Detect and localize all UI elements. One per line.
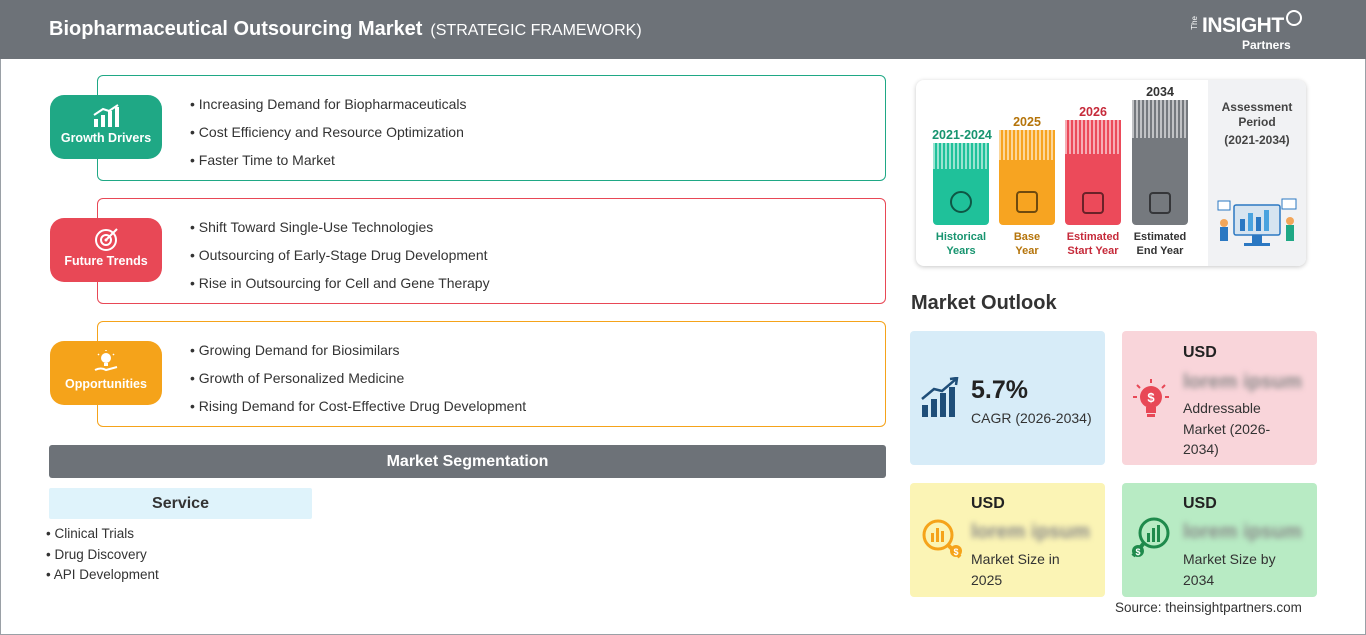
future-trends-label: Future Trends xyxy=(64,254,148,268)
market-size-2025-card: $ USD lorem ipsum Market Size in 2025 xyxy=(910,483,1105,597)
service-segment-list: Clinical Trials Drug Discovery API Devel… xyxy=(46,526,159,588)
opportunities-label: Opportunities xyxy=(65,377,147,391)
opportunities-badge: Opportunities xyxy=(50,341,162,405)
market-outlook-title: Market Outlook xyxy=(911,292,1057,314)
list-item: Outsourcing of Early-Stage Drug Developm… xyxy=(190,245,490,273)
logo-ring-icon xyxy=(1286,10,1302,26)
monitor-chart-icon xyxy=(1149,192,1171,214)
history-clock-icon xyxy=(950,191,972,213)
future-trends-list: Shift Toward Single-Use Technologies Out… xyxy=(190,217,490,301)
cagr-card: 5.7% CAGR (2026-2034) xyxy=(910,331,1105,465)
market-size-2025-usd: USD xyxy=(971,495,1005,512)
list-item: Clinical Trials xyxy=(46,526,159,547)
list-item: Faster Time to Market xyxy=(190,150,467,178)
growth-drivers-label: Growth Drivers xyxy=(60,131,152,145)
list-item: Drug Discovery xyxy=(46,547,159,568)
idea-dollar-icon: $ xyxy=(1133,379,1169,417)
list-item: Rise in Outsourcing for Cell and Gene Th… xyxy=(190,273,490,301)
list-item: Increasing Demand for Biopharmaceuticals xyxy=(190,94,467,122)
svg-text:$: $ xyxy=(1135,547,1140,557)
growth-drivers-badge: Growth Drivers xyxy=(50,95,162,159)
market-size-2025-label: Market Size in 2025 xyxy=(971,551,1060,588)
market-size-2034-label: Market Size by 2034 xyxy=(1183,551,1276,588)
timeline-year-end: 2034 xyxy=(1146,85,1174,99)
source-credit[interactable]: Source: theinsightpartners.com xyxy=(1115,600,1302,615)
logo-the: The xyxy=(1190,16,1199,30)
list-item: Growth of Personalized Medicine xyxy=(190,368,526,396)
addressable-market-card: $ USD lorem ipsum Addressable Market (20… xyxy=(1122,331,1317,465)
insight-partners-logo[interactable]: The INSIGHT Partners xyxy=(1190,10,1310,54)
growth-drivers-box: Increasing Demand for Biopharmaceuticals… xyxy=(97,75,886,181)
list-item: Cost Efficiency and Resource Optimizatio… xyxy=(190,122,467,150)
magnifier-growth-icon: $ xyxy=(1131,517,1170,558)
market-size-2025-value: lorem ipsum xyxy=(971,521,1090,543)
market-segmentation-header: Market Segmentation xyxy=(49,445,886,478)
presentation-icon xyxy=(1082,192,1104,214)
assessment-period-panel: Assessment Period (2021-2034) xyxy=(1208,80,1306,266)
magnifier-chart-icon: $ xyxy=(922,519,962,559)
market-size-2034-card: $ USD lorem ipsum Market Size by 2034 xyxy=(1122,483,1317,597)
calendar-icon xyxy=(1016,191,1038,213)
timeline-bar-historical xyxy=(933,143,989,225)
opportunities-box: Growing Demand for Biosimilars Growth of… xyxy=(97,321,886,427)
logo-insight: INSIGHT xyxy=(1202,14,1284,37)
list-item: Growing Demand for Biosimilars xyxy=(190,340,526,368)
logo-partners: Partners xyxy=(1242,38,1291,52)
lightbulb-hand-icon xyxy=(94,350,118,372)
opportunities-list: Growing Demand for Biosimilars Growth of… xyxy=(190,340,526,424)
list-item: Shift Toward Single-Use Technologies xyxy=(190,217,490,245)
growth-chart-icon xyxy=(921,377,959,417)
service-segment-title: Service xyxy=(49,488,312,519)
cagr-label: CAGR (2026-2034) xyxy=(971,410,1092,426)
analytics-people-icon xyxy=(1217,198,1297,246)
timeline-bar-base xyxy=(999,130,1055,225)
market-size-2034-value: lorem ipsum xyxy=(1183,521,1302,543)
addressable-usd: USD xyxy=(1183,344,1217,361)
cagr-value: 5.7% xyxy=(971,376,1028,404)
addressable-value: lorem ipsum xyxy=(1183,371,1302,393)
timeline-year-historical: 2021-2024 xyxy=(932,128,992,142)
market-size-2034-usd: USD xyxy=(1183,495,1217,512)
future-trends-badge: Future Trends xyxy=(50,218,162,282)
assessment-period-title: Assessment Period xyxy=(1221,100,1293,129)
timeline-bar-start xyxy=(1065,120,1121,225)
addressable-label: Addressable Market (2026-2034) xyxy=(1183,400,1271,457)
list-item: Rising Demand for Cost-Effective Drug De… xyxy=(190,396,526,424)
svg-text:$: $ xyxy=(953,547,958,557)
future-trends-box: Shift Toward Single-Use Technologies Out… xyxy=(97,198,886,304)
page-title: Biopharmaceutical Outsourcing Market(STR… xyxy=(49,18,642,40)
growth-drivers-list: Increasing Demand for Biopharmaceuticals… xyxy=(190,94,467,178)
timeline-bar-end xyxy=(1132,100,1188,225)
target-icon xyxy=(95,228,118,251)
page-subtitle: (STRATEGIC FRAMEWORK) xyxy=(430,22,642,39)
assessment-period-range: (2021-2034) xyxy=(1224,133,1290,147)
timeline-year-start: 2026 xyxy=(1079,105,1107,119)
bar-chart-up-icon xyxy=(93,104,119,127)
timeline-year-base: 2025 xyxy=(1013,115,1041,129)
header-bar: Biopharmaceutical Outsourcing Market(STR… xyxy=(0,0,1366,59)
list-item: API Development xyxy=(46,567,159,588)
svg-text:$: $ xyxy=(1147,390,1155,405)
